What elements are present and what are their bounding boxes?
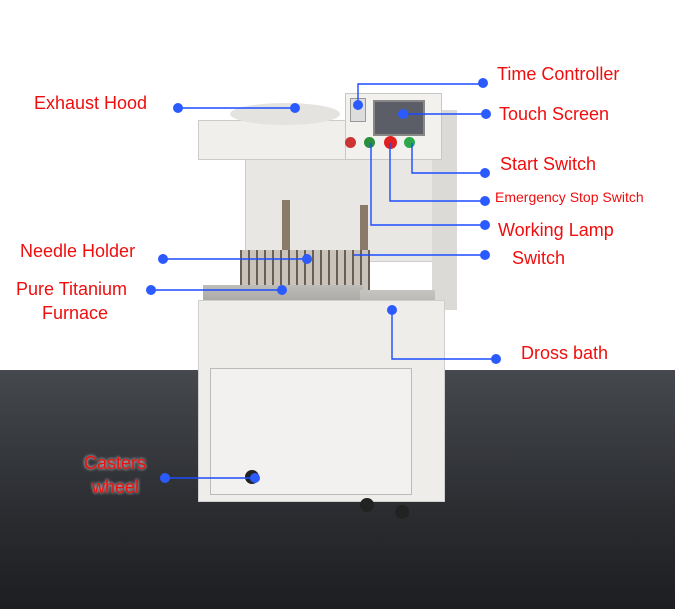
dot bbox=[398, 109, 408, 119]
label-time-controller: Time Controller bbox=[497, 64, 620, 84]
caster-back bbox=[395, 505, 409, 519]
label-casters-wheel: wheel bbox=[92, 477, 140, 497]
dot bbox=[250, 473, 260, 483]
dot bbox=[387, 305, 397, 315]
dot bbox=[491, 354, 501, 364]
dot bbox=[160, 473, 170, 483]
label-pure-titanium: Pure Titanium bbox=[16, 279, 128, 299]
label-working-lamp-switch: Switch bbox=[512, 248, 566, 268]
leader-working-lamp bbox=[370, 143, 485, 226]
dot bbox=[353, 100, 363, 110]
needle-arm-right bbox=[360, 205, 368, 255]
caster-right bbox=[360, 498, 374, 512]
button-2 bbox=[364, 137, 375, 148]
label-casters: Casters bbox=[84, 453, 147, 473]
label-dross-bath: Dross bath bbox=[521, 343, 609, 363]
touch-screen bbox=[373, 100, 425, 136]
label-exhaust-hood: Exhaust Hood bbox=[34, 93, 148, 113]
leader-emergency-stop bbox=[389, 143, 485, 202]
label-touch-screen: Touch Screen bbox=[499, 104, 610, 124]
label-needle-holder: Needle Holder bbox=[20, 241, 136, 261]
dot bbox=[480, 196, 490, 206]
button-1 bbox=[345, 137, 356, 148]
dot bbox=[480, 250, 490, 260]
button-4 bbox=[404, 137, 415, 148]
leader-start-switch bbox=[411, 143, 485, 174]
needle-arm-left bbox=[282, 200, 290, 255]
dot bbox=[173, 103, 183, 113]
dot bbox=[481, 109, 491, 119]
leader-dross-bath bbox=[391, 310, 496, 360]
dot bbox=[290, 103, 300, 113]
label-emergency-stop-switch: Emergency Stop Switch bbox=[495, 189, 644, 205]
label-furnace: Furnace bbox=[42, 303, 109, 323]
button-3 bbox=[384, 136, 397, 149]
dot bbox=[146, 285, 156, 295]
dot bbox=[478, 78, 488, 88]
dot bbox=[277, 285, 287, 295]
cabinet-door bbox=[210, 368, 412, 495]
label-start-switch: Start Switch bbox=[500, 154, 597, 174]
dot bbox=[158, 254, 168, 264]
dot bbox=[302, 254, 312, 264]
dot bbox=[480, 168, 490, 178]
label-working-lamp: Working Lamp bbox=[498, 220, 614, 240]
back-panel bbox=[245, 150, 447, 262]
dot bbox=[480, 220, 490, 230]
leader-time-controller bbox=[357, 83, 483, 105]
